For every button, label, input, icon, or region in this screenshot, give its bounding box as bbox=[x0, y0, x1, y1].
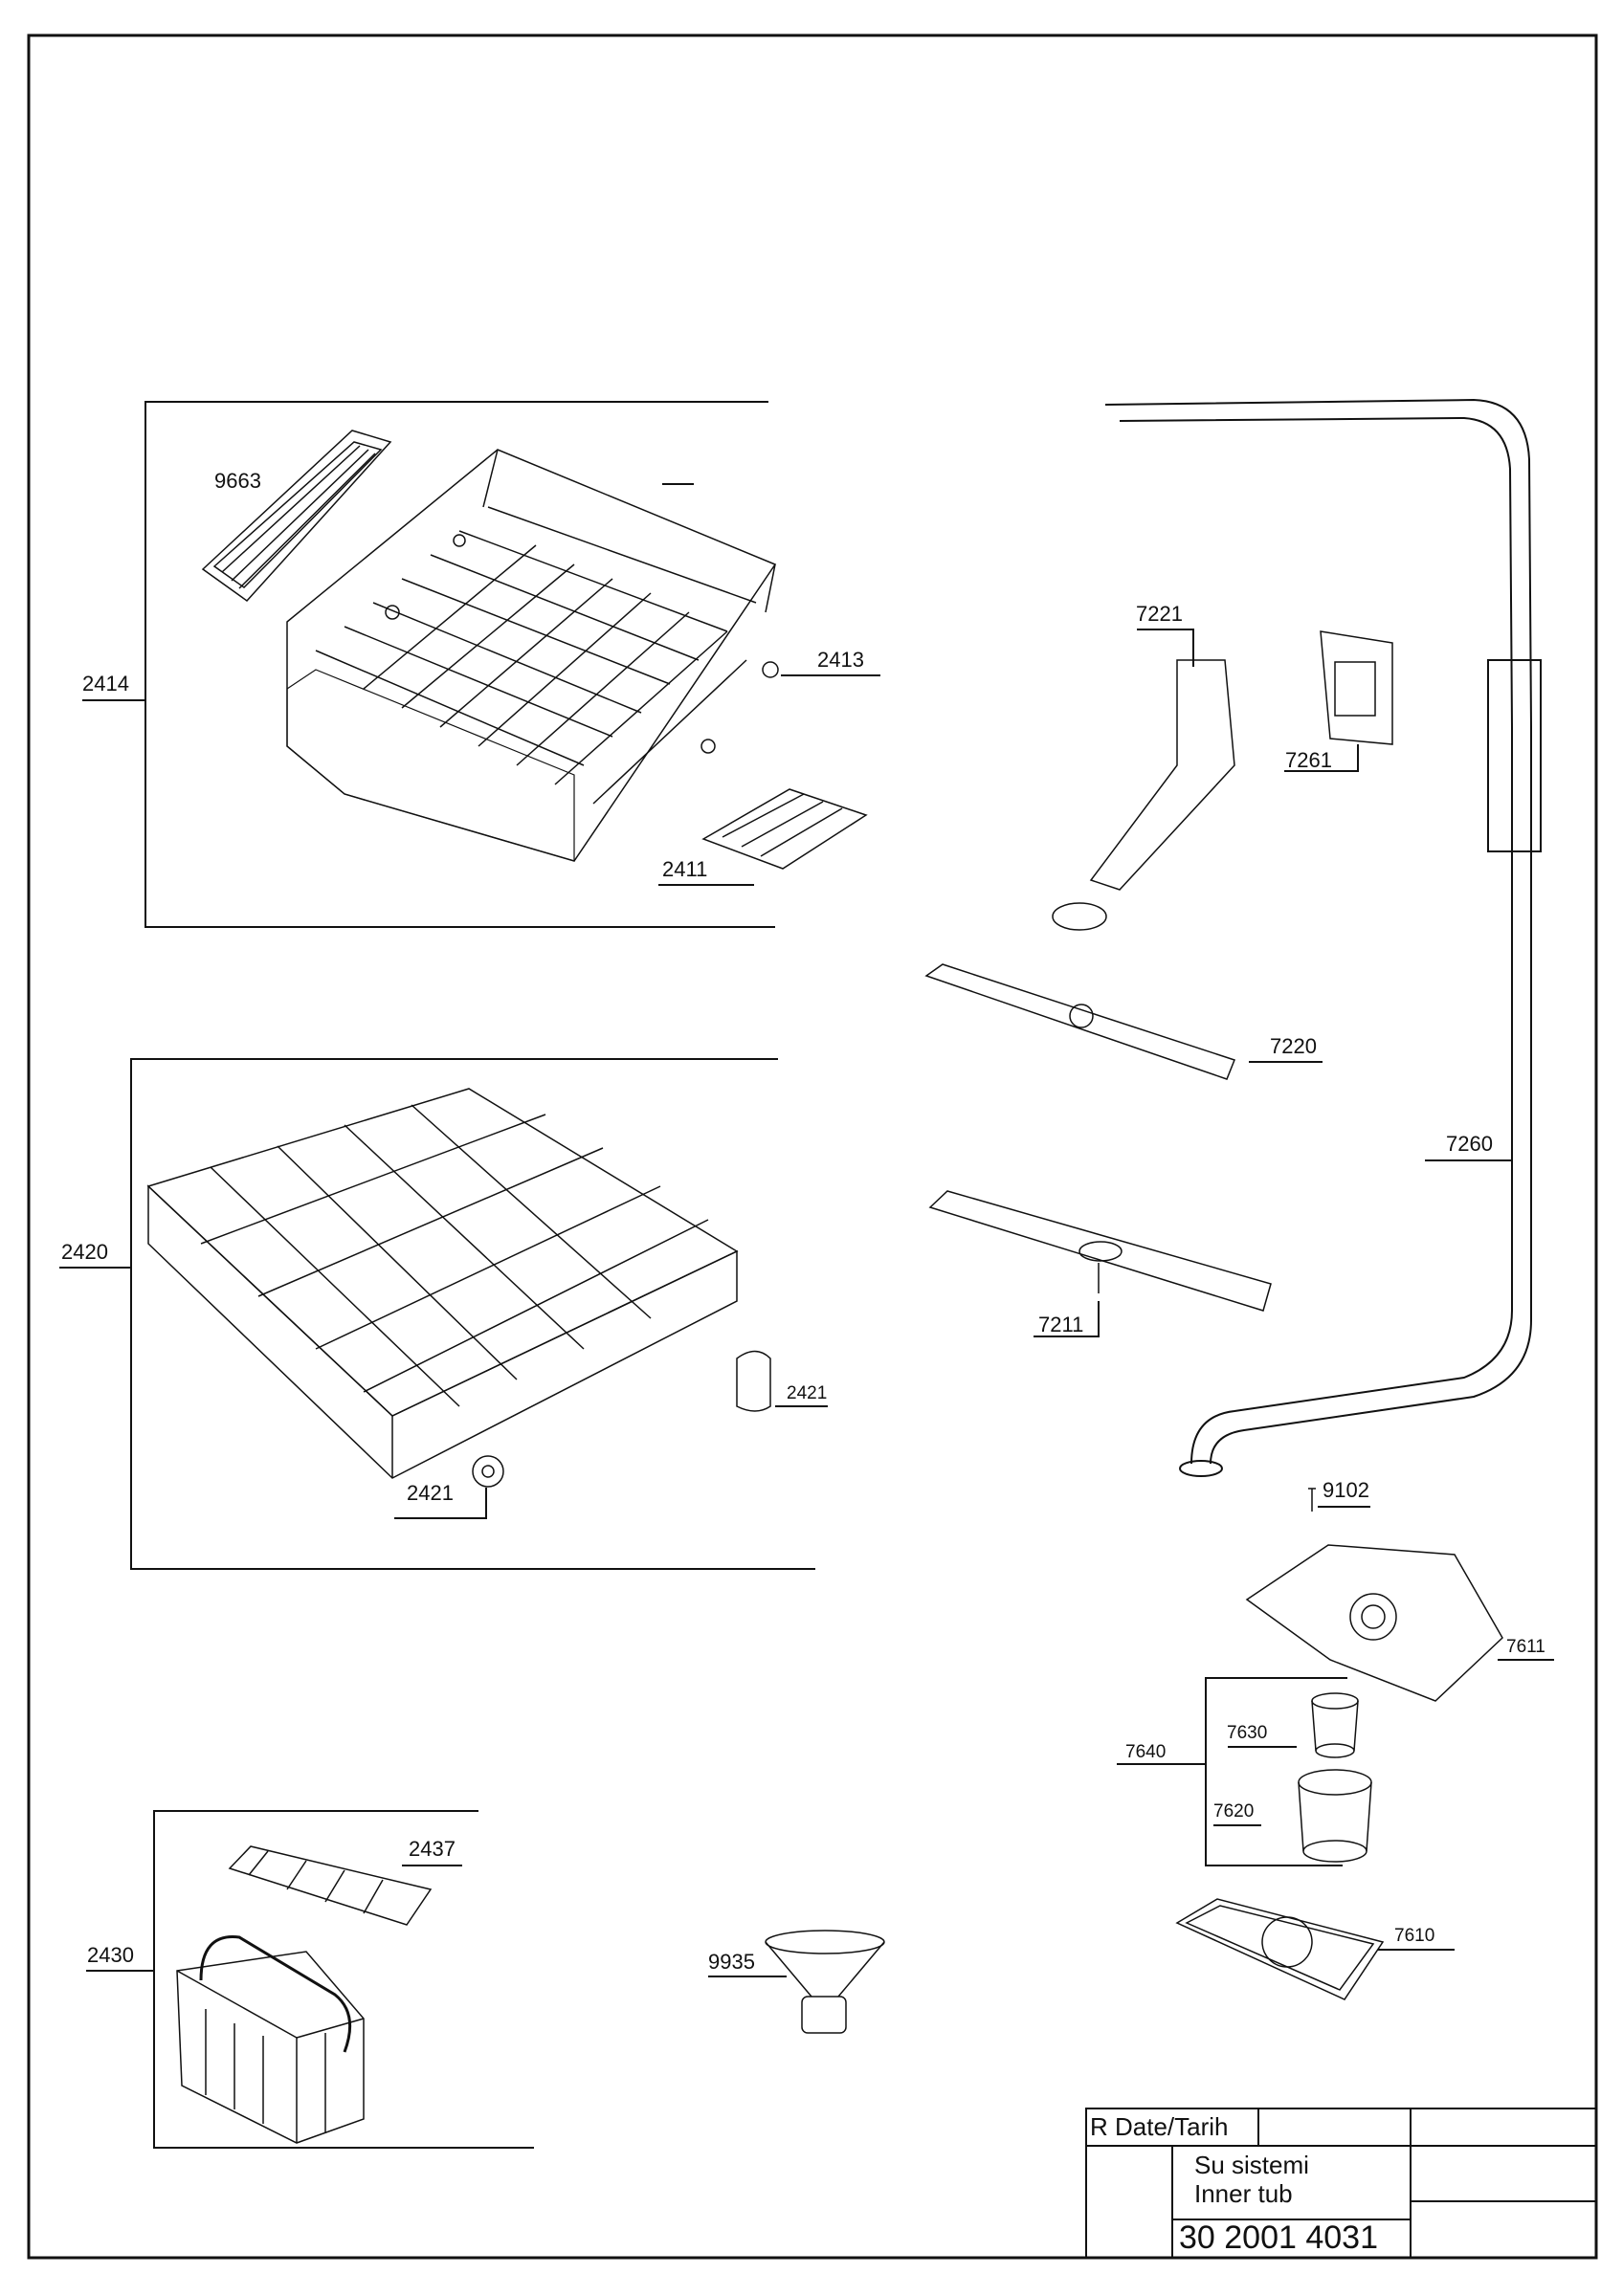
title-block-drawing-number: 30 2001 4031 bbox=[1179, 2219, 1378, 2256]
upper-spray-arm-drawing bbox=[924, 963, 1235, 1080]
micro-filter-drawing bbox=[1311, 1692, 1359, 1758]
part-label-2421-wheel-side: 2421 bbox=[787, 1383, 828, 1403]
part-label-9663: 9663 bbox=[214, 469, 261, 493]
drawing-frame bbox=[27, 33, 1598, 2260]
part-label-7630: 7630 bbox=[1227, 1723, 1268, 1743]
coarse-filter-drawing bbox=[1298, 1769, 1372, 1863]
part-label-7220: 7220 bbox=[1270, 1034, 1317, 1058]
title-block-desc-line1: Su sistemi bbox=[1194, 2151, 1309, 2179]
filter-group-bracket bbox=[1117, 1677, 1347, 1866]
salt-funnel-drawing bbox=[765, 1930, 885, 2034]
basket-lid-drawing bbox=[228, 1845, 433, 1926]
lower-basket-drawing bbox=[146, 1088, 739, 1479]
part-label-7221: 7221 bbox=[1136, 602, 1183, 626]
title-block-grid bbox=[1085, 2108, 1597, 2259]
feed-pipe-drawing bbox=[1104, 398, 1542, 1477]
part-label-2421-wheel: 2421 bbox=[407, 1481, 454, 1505]
sump-cover-drawing bbox=[1245, 1544, 1503, 1702]
part-label-2430: 2430 bbox=[87, 1943, 134, 1967]
part-label-7611: 7611 bbox=[1506, 1637, 1545, 1657]
cutlery-tray-drawing bbox=[201, 430, 392, 602]
cup-shelf-drawing bbox=[701, 788, 868, 870]
part-label-7640: 7640 bbox=[1125, 1742, 1167, 1762]
bracket-7261-drawing bbox=[1320, 630, 1393, 745]
part-label-7261: 7261 bbox=[1285, 748, 1332, 772]
part-label-2437: 2437 bbox=[409, 1837, 456, 1861]
part-label-7610: 7610 bbox=[1394, 1926, 1435, 1946]
part-label-7211: 7211 bbox=[1038, 1313, 1084, 1336]
cutlery-basket-group-bracket bbox=[86, 1810, 534, 2149]
part-label-9935: 9935 bbox=[708, 1950, 755, 1974]
part-label-2413: 2413 bbox=[817, 648, 864, 672]
upper-spray-arm-support-drawing bbox=[1052, 659, 1235, 931]
upper-basket-drawing bbox=[286, 449, 779, 862]
filter-plate-drawing bbox=[1175, 1898, 1385, 2000]
title-block-rev-date: R Date/Tarih bbox=[1090, 2112, 1229, 2141]
cutlery-basket-drawing bbox=[176, 1935, 365, 2144]
part-label-7620: 7620 bbox=[1213, 1801, 1255, 1821]
part-label-2420: 2420 bbox=[61, 1240, 108, 1264]
part-label-9102: 9102 bbox=[1323, 1478, 1369, 1502]
lower-basket-group-bracket bbox=[59, 1058, 815, 1570]
lower-spray-arm-drawing bbox=[928, 1190, 1272, 1312]
part-label-7260: 7260 bbox=[1446, 1132, 1493, 1156]
title-block-desc-line2: Inner tub bbox=[1194, 2179, 1293, 2208]
upper-basket-group-bracket bbox=[82, 401, 775, 928]
screw-drawing bbox=[1308, 1488, 1316, 1512]
wheel-drawing bbox=[472, 1350, 771, 1488]
part-label-2411: 2411 bbox=[662, 857, 708, 881]
part-label-2414: 2414 bbox=[82, 672, 129, 695]
